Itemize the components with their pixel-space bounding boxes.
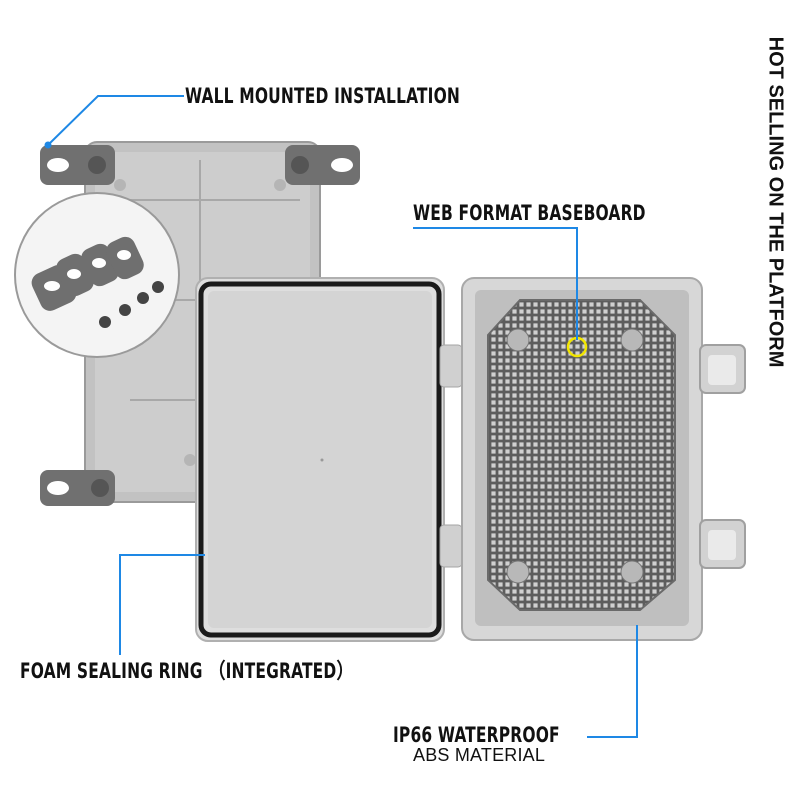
enclosure-base bbox=[461, 277, 746, 641]
callout-lines bbox=[47, 95, 638, 738]
mount-bracket-top-right bbox=[285, 145, 360, 185]
ip66-label: IP66 WATERPROOF bbox=[393, 723, 560, 747]
mount-bracket-top-left bbox=[40, 145, 115, 185]
abs-material-label: ABS MATERIAL bbox=[413, 745, 546, 765]
wall-mounted-label: WALL MOUNTED INSTALLATION bbox=[185, 84, 461, 108]
foam-sealing-label: FOAM SEALING RING （INTEGRATED） bbox=[20, 659, 354, 683]
web-format-label: WEB FORMAT BASEBOARD bbox=[413, 201, 646, 225]
side-banner-text: HOT SELLING ON THE PLATFORM bbox=[764, 36, 787, 368]
side-banner: HOT SELLING ON THE PLATFORM bbox=[757, 6, 793, 398]
enclosure-lid bbox=[195, 277, 463, 642]
mount-bracket-bottom-left bbox=[40, 470, 115, 506]
bracket-inset bbox=[14, 192, 180, 358]
